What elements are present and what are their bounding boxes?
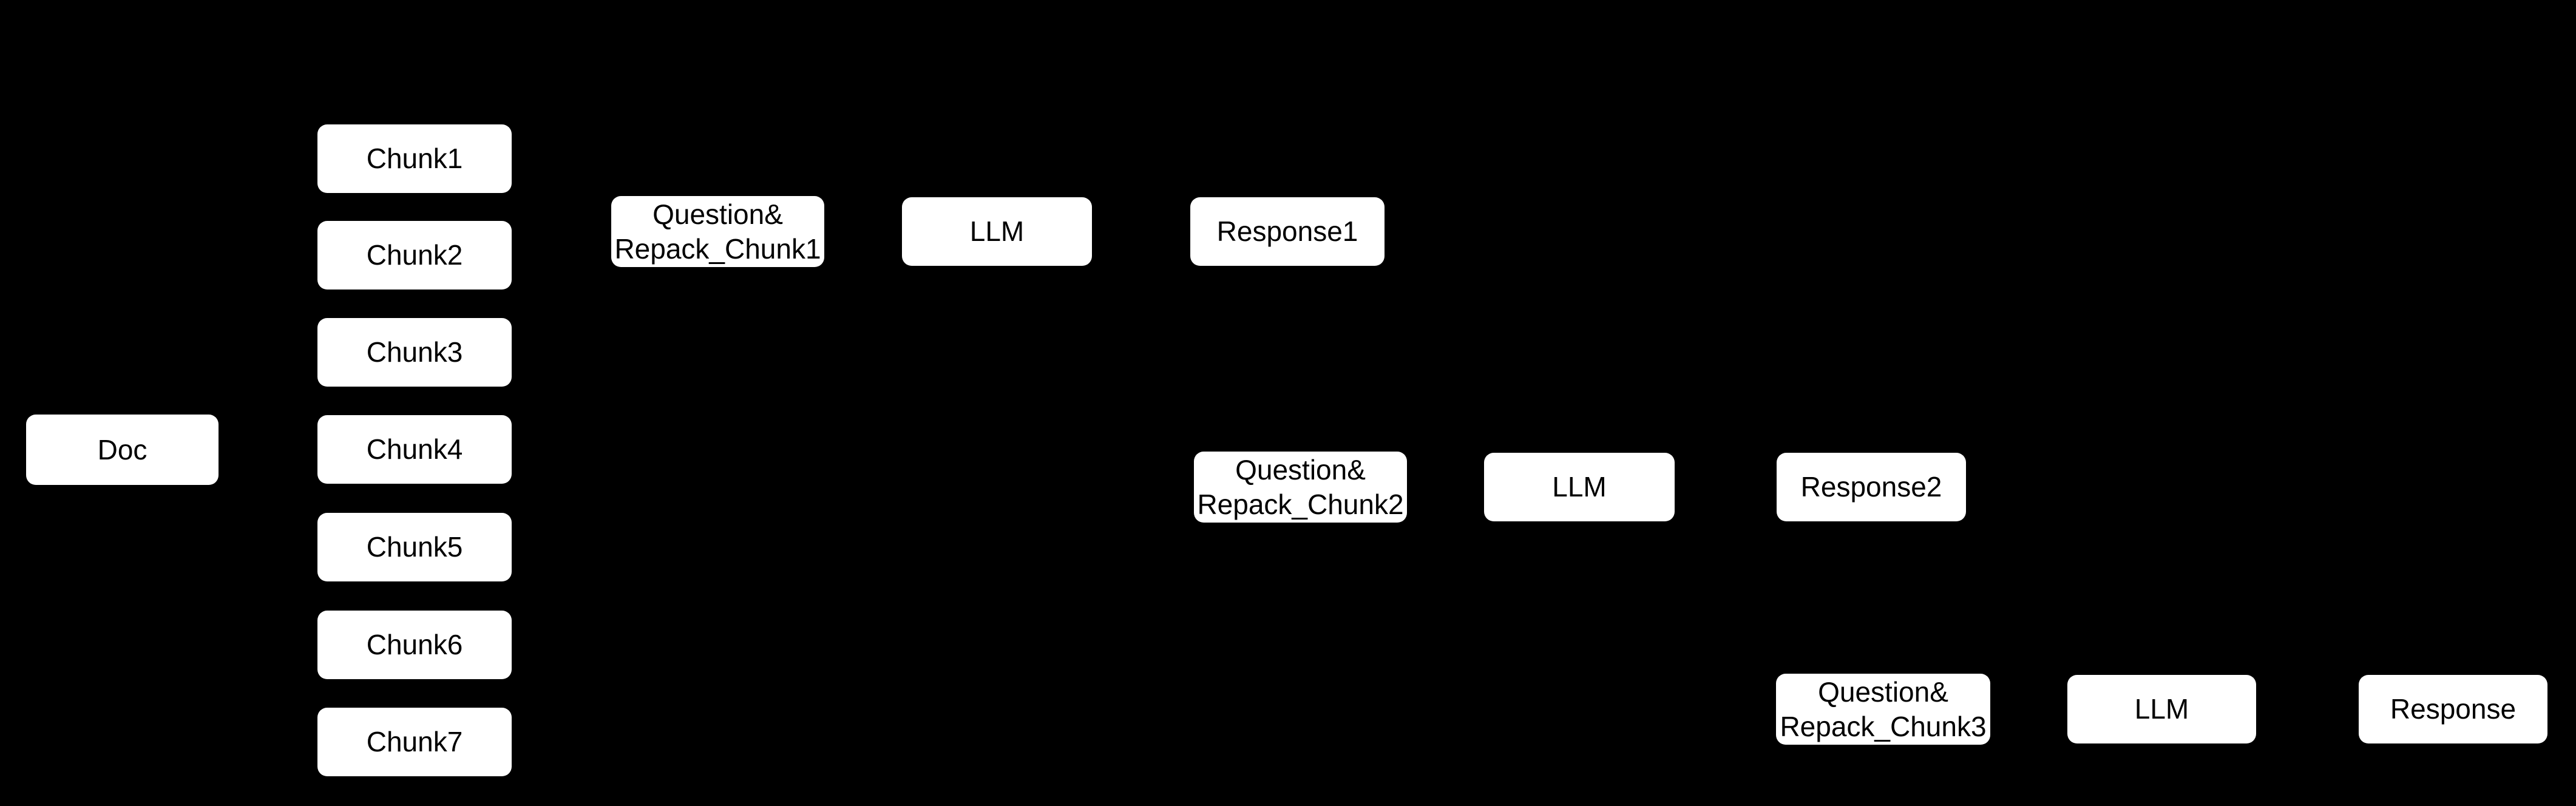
node-question-repack-chunk2: Question& Repack_Chunk2 [1194,452,1407,523]
node-chunk1: Chunk1 [317,124,512,193]
node-label: Doc [97,433,147,466]
node-response1: Response1 [1190,197,1385,266]
node-label: Chunk2 [366,239,463,271]
node-doc: Doc [26,415,219,485]
node-label: Response1 [1216,215,1358,247]
node-chunk7: Chunk7 [317,708,512,776]
node-chunk5: Chunk5 [317,513,512,581]
node-chunk6: Chunk6 [317,611,512,679]
node-label: Question& Repack_Chunk3 [1780,676,1987,742]
node-llm-2: LLM [1484,453,1675,521]
node-question-repack-chunk3: Question& Repack_Chunk3 [1776,674,1990,745]
node-label: Chunk7 [366,726,463,757]
node-response: Response [2359,675,2547,743]
node-label: LLM [969,215,1025,247]
node-label: Chunk5 [366,531,463,563]
node-label: Response [2390,693,2517,725]
node-label: Chunk3 [366,336,463,368]
node-chunk4: Chunk4 [317,415,512,484]
node-question-repack-chunk1: Question& Repack_Chunk1 [611,196,824,267]
node-llm-1: LLM [902,197,1092,266]
node-label: LLM [2134,693,2189,725]
node-label: Chunk4 [366,433,463,465]
node-label: Question& Repack_Chunk2 [1197,453,1404,520]
node-label: Chunk6 [366,629,463,660]
node-chunk2: Chunk2 [317,221,512,290]
node-label: Response2 [1800,471,1942,503]
node-llm-3: LLM [2067,675,2256,743]
node-label: LLM [1552,471,1607,503]
node-label: Question& Repack_Chunk1 [614,198,821,265]
node-label: Chunk1 [366,143,463,174]
node-response2: Response2 [1777,453,1966,521]
node-chunk3: Chunk3 [317,318,512,387]
